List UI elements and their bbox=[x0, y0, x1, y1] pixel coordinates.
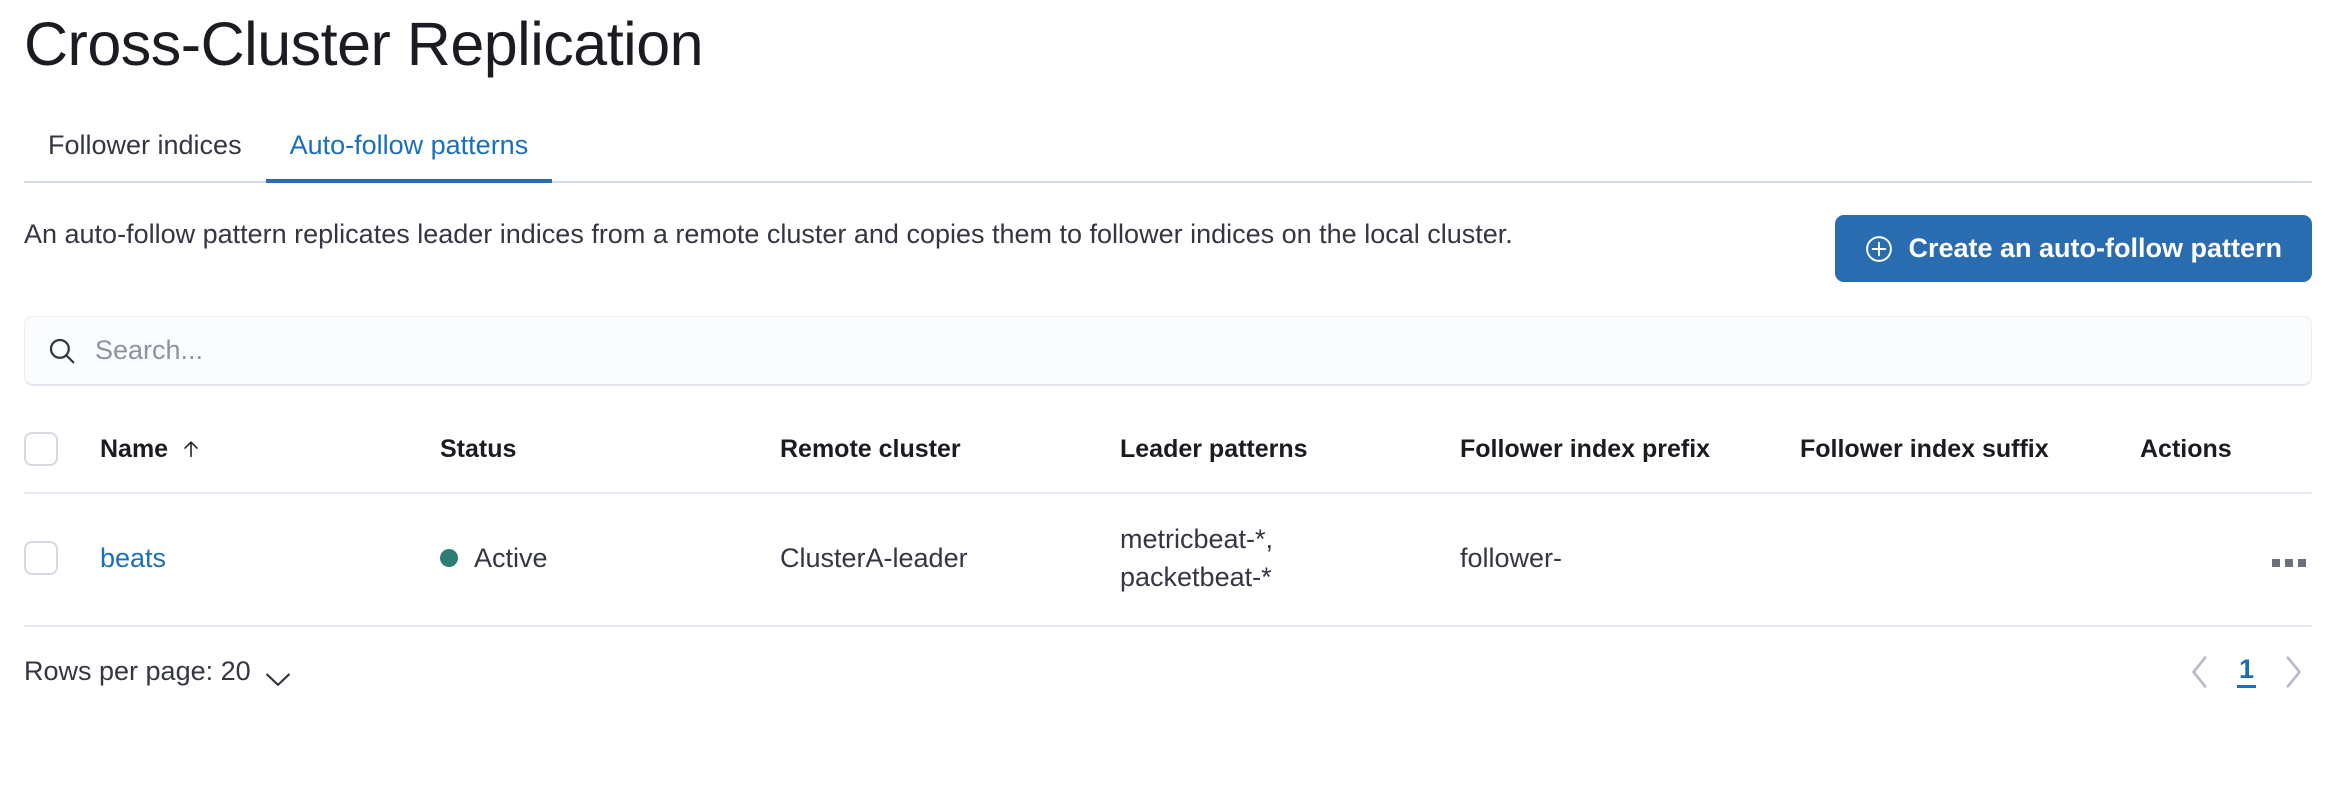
column-header-follower-index-prefix[interactable]: Follower index prefix bbox=[1460, 422, 1800, 494]
leader-pattern-item: metricbeat-*, bbox=[1120, 524, 1274, 554]
search-bar[interactable] bbox=[24, 316, 2312, 386]
column-header-name-label: Name bbox=[100, 434, 169, 463]
row-checkbox[interactable] bbox=[24, 541, 58, 576]
row-actions-cell bbox=[2140, 493, 2312, 627]
column-header-remote-cluster[interactable]: Remote cluster bbox=[780, 422, 1120, 494]
tab-auto-follow-patterns[interactable]: Auto-follow patterns bbox=[265, 132, 553, 183]
row-status-cell: Active bbox=[440, 493, 780, 627]
rows-per-page-selector[interactable]: Rows per page: 20 bbox=[24, 656, 291, 687]
table-row: beats Active ClusterA-leader metricbeat-… bbox=[24, 493, 2312, 627]
column-header-status[interactable]: Status bbox=[440, 422, 780, 494]
table-body: beats Active ClusterA-leader metricbeat-… bbox=[24, 493, 2312, 627]
more-horizontal-icon[interactable] bbox=[2266, 553, 2312, 573]
rows-per-page-label: Rows per page: 20 bbox=[24, 656, 251, 687]
column-header-actions: Actions bbox=[2140, 422, 2312, 494]
status-label: Active bbox=[474, 542, 548, 573]
column-header-name[interactable]: Name bbox=[100, 422, 440, 494]
plus-in-circle-icon bbox=[1865, 235, 1893, 263]
auto-follow-patterns-table: Name Status Remote cluster Leader patter… bbox=[24, 422, 2312, 627]
select-all-header bbox=[24, 422, 100, 494]
create-button-label: Create an auto-follow pattern bbox=[1908, 233, 2282, 263]
chevron-left-icon[interactable] bbox=[2189, 655, 2211, 689]
search-icon bbox=[47, 336, 77, 366]
table-header-row: Name Status Remote cluster Leader patter… bbox=[24, 422, 2312, 494]
chevron-down-icon bbox=[265, 664, 291, 686]
row-select-cell bbox=[24, 493, 100, 627]
row-remote-cluster-cell: ClusterA-leader bbox=[780, 493, 1120, 627]
auto-follow-pattern-link[interactable]: beats bbox=[100, 542, 167, 573]
leader-pattern-item: packetbeat-* bbox=[1120, 562, 1272, 593]
status-dot-icon bbox=[440, 549, 458, 568]
chevron-right-icon[interactable] bbox=[2282, 655, 2304, 689]
table-header: Name Status Remote cluster Leader patter… bbox=[24, 422, 2312, 494]
page-title: Cross-Cluster Replication bbox=[24, 10, 704, 78]
row-follower-index-suffix-cell bbox=[1800, 493, 2140, 627]
description-row: An auto-follow pattern replicates leader… bbox=[24, 215, 2312, 282]
create-auto-follow-pattern-button[interactable]: Create an auto-follow pattern bbox=[1835, 215, 2312, 282]
page-description: An auto-follow pattern replicates leader… bbox=[24, 219, 1513, 249]
row-leader-patterns-cell: metricbeat-*, packetbeat-* bbox=[1120, 493, 1460, 627]
pagination: 1 bbox=[2189, 655, 2312, 689]
column-header-leader-patterns[interactable]: Leader patterns bbox=[1120, 422, 1460, 494]
column-header-follower-index-suffix[interactable]: Follower index suffix bbox=[1800, 422, 2140, 494]
row-follower-index-prefix-cell: follower- bbox=[1460, 493, 1800, 627]
tab-bar: Follower indices Auto-follow patterns bbox=[24, 109, 2312, 183]
row-name-cell: beats bbox=[100, 493, 440, 627]
search-input[interactable] bbox=[95, 335, 2289, 366]
select-all-checkbox[interactable] bbox=[24, 432, 58, 466]
sort-ascending-icon bbox=[180, 437, 202, 461]
table-footer: Rows per page: 20 1 bbox=[24, 655, 2312, 689]
tab-follower-indices[interactable]: Follower indices bbox=[48, 130, 242, 160]
pagination-page-1[interactable]: 1 bbox=[2236, 655, 2256, 688]
